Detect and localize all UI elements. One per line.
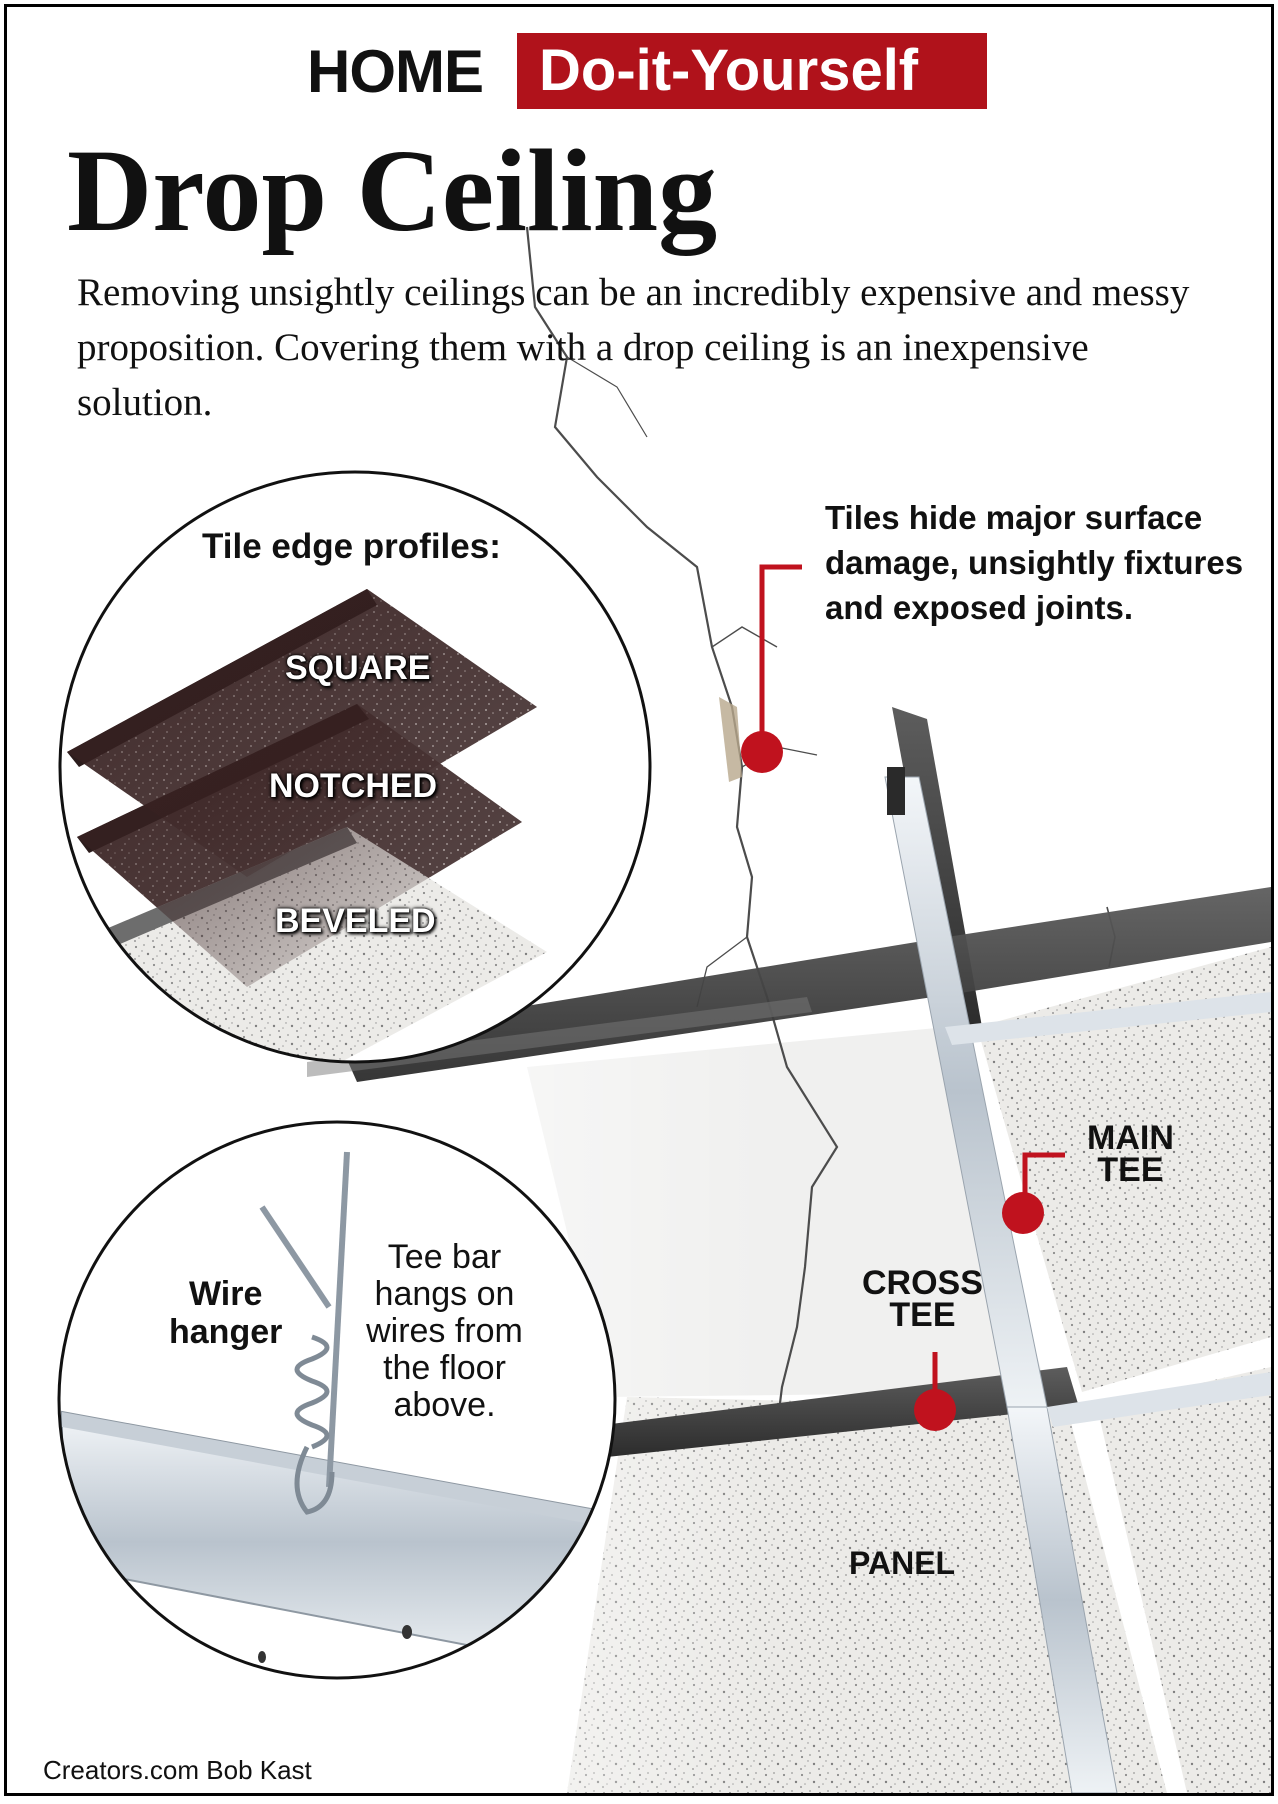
- cross-tee-line-1: CROSS: [862, 1264, 983, 1302]
- intro-text: Removing unsightly ceilings can be an in…: [77, 271, 1190, 424]
- page-title: Drop Ceiling: [67, 125, 718, 256]
- credit-line: Creators.com Bob Kast: [43, 1755, 312, 1785]
- header-home: HOME: [307, 38, 484, 105]
- main-tee-marker: [1002, 1192, 1044, 1234]
- ceiling-panels: [7, 947, 1271, 1793]
- cross-tee-marker: [914, 1389, 956, 1431]
- tee-bar-note: Tee bar hangs on wires from the floor ab…: [366, 1238, 523, 1424]
- tiles-callout: Tiles hide major surface damage, unsight…: [825, 499, 1244, 626]
- profile-label-square: SQUARE: [285, 649, 431, 687]
- illustration: [7, 226, 1271, 1793]
- tile-profile-circle: [58, 470, 652, 1064]
- main-tee-label: MAIN TEE: [1087, 1119, 1174, 1189]
- cross-tee-line-2: TEE: [889, 1296, 956, 1334]
- panel-label: PANEL: [849, 1545, 956, 1581]
- grid-tees: [884, 767, 1271, 1793]
- wire-hanger-circle: [57, 1120, 617, 1680]
- profile-label-beveled: BEVELED: [275, 902, 436, 940]
- tile-profiles-title: Tile edge profiles:: [202, 527, 501, 566]
- infographic-page: HOME Do-it-Yourself Drop Ceiling Removin…: [4, 4, 1274, 1796]
- wire-hanger-line-1: Wire: [188, 1275, 263, 1313]
- wire-hanger-line-2: hanger: [169, 1313, 283, 1351]
- header-section-badge: Do-it-Yourself: [517, 33, 987, 109]
- cross-tee-label: CROSS TEE: [862, 1264, 983, 1334]
- callout-markers: [741, 564, 1065, 1431]
- tiles-marker: [741, 731, 783, 773]
- main-tee-line-2: TEE: [1097, 1151, 1164, 1189]
- crack-damage-patch: [719, 697, 742, 782]
- wire-hanger-label: Wire hanger: [169, 1275, 282, 1351]
- main-tee-line-1: MAIN: [1087, 1119, 1174, 1157]
- profile-label-notched: NOTCHED: [269, 767, 438, 805]
